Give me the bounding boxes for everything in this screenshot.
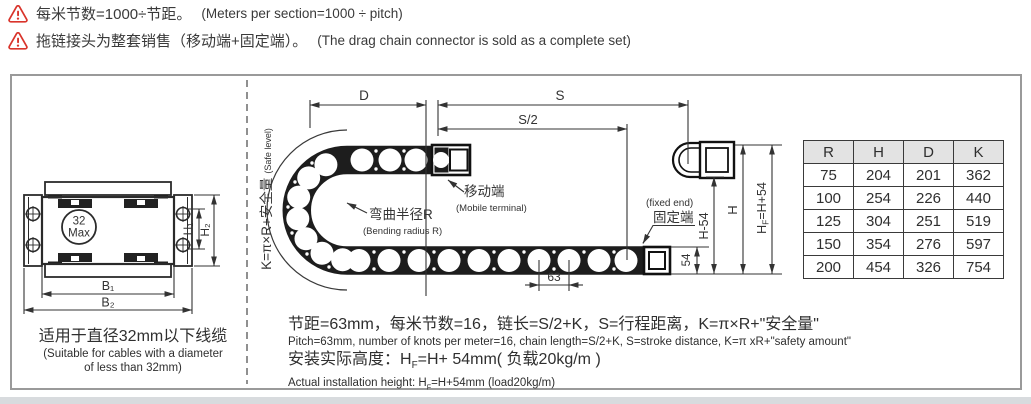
table-header-cell: K [953, 140, 1004, 164]
dim-h2-label: H₂ [198, 223, 212, 237]
dim-63-label: 63 [547, 270, 561, 284]
mobile-terminal-connector [430, 143, 472, 177]
caption-en-line2: of less than 32mm) [84, 362, 182, 374]
caption-cn: 适用于直径32mm以下线缆 [38, 328, 228, 345]
max-diameter-circle [61, 209, 97, 245]
left-view-caption: 适用于直径32mm以下线缆 (Suitable for cables with … [28, 326, 238, 375]
table-cell: 226 [903, 186, 954, 210]
table-cell: 100 [803, 186, 854, 210]
table-cell: 519 [953, 209, 1004, 233]
note-row-2: 拖链接头为整套销售（移动端+固定端）。 (The drag chain conn… [8, 30, 631, 51]
dim-54-label: 54 [681, 253, 693, 266]
safe-level-label: K=π×R+安全量(Safe level) [258, 128, 274, 270]
formula-line3-cn: 安装实际高度：HF=H+ 54mm( 负载20kg/m ) [288, 351, 601, 372]
mobile-terminal-leader [447, 179, 465, 193]
dim-h1-label: H₁ [181, 223, 195, 236]
table-cell: 150 [803, 232, 854, 256]
table-row: 125 304 251 519 [803, 209, 1004, 233]
table-header-cell: D [903, 140, 954, 164]
mobile-terminal-label-cn: 移动端 [464, 184, 505, 199]
drawing-panel: 32 Max H₁ H₂ B₁ B₂ [10, 74, 1022, 391]
formula-line1-cn: 节距=63mm，每米节数=16，链长=S/2+K，S=行程距离，K=π×R+"安… [288, 316, 819, 333]
note-en: (Meters per section=1000 ÷ pitch) [201, 6, 403, 21]
warning-icon [8, 31, 28, 50]
formula-line2-en: Pitch=63mm, number of knots per meter=16… [288, 336, 851, 348]
table-cell: 125 [803, 209, 854, 233]
table-cell: 454 [853, 255, 904, 279]
fixed-end-leader [642, 224, 695, 244]
left-view-dimensions [23, 194, 220, 314]
table-cell: 251 [903, 209, 954, 233]
dim-hf-label: HF=H+54 [755, 182, 771, 234]
horizontal-dimensions [309, 100, 689, 296]
table-header-cell: H [853, 140, 904, 164]
technical-drawing: 32 Max H₁ H₂ B₁ B₂ [23, 80, 782, 384]
caption-en-line1: (Suitable for cables with a diameter [43, 348, 223, 360]
max-diameter-value: 32 [73, 216, 86, 228]
dim-h54-label: H-54 [697, 212, 711, 239]
dim-d-label: D [359, 88, 369, 103]
pitch-dimension [525, 260, 583, 291]
note-row-1: 每米节数=1000÷节距。 (Meters per section=1000 ÷… [8, 3, 403, 24]
warning-icon [8, 4, 28, 23]
table-cell: 75 [803, 163, 854, 187]
vertical-dimensions [671, 144, 782, 275]
fixed-end-connector [642, 245, 672, 276]
table-cell: 201 [903, 163, 954, 187]
formula-line4-en: Actual installation height: HF=H+54mm (l… [288, 377, 556, 392]
table-cell: 440 [953, 186, 1004, 210]
bending-radius-label-cn: 弯曲半径R [369, 206, 433, 222]
chain-end-view [671, 140, 736, 180]
table-cell: 200 [803, 255, 854, 279]
table-cell: 754 [953, 255, 1004, 279]
dim-b1-label: B₁ [102, 279, 115, 293]
table-cell: 354 [853, 232, 904, 256]
table-row: 75 204 201 362 [803, 163, 1004, 187]
fixed-end-label-en: (fixed end) [646, 198, 693, 209]
dim-h-label: H [725, 205, 740, 214]
dim-s2-label: S/2 [518, 112, 538, 127]
note-cn: 每米节数=1000÷节距。 [36, 6, 192, 23]
dim-b2-label: B₂ [101, 296, 114, 310]
table-cell: 204 [853, 163, 904, 187]
chain-links [286, 148, 638, 272]
safety-envelope-arc [266, 129, 348, 291]
formula-block: 节距=63mm，每米节数=16，链长=S/2+K，S=行程距离，K=π×R+"安… [288, 314, 851, 394]
table-cell: 254 [853, 186, 904, 210]
cross-section-view [23, 181, 193, 278]
note-en: (The drag chain connector is sold as a c… [317, 33, 631, 48]
table-cell: 276 [903, 232, 954, 256]
fixed-end-leader-arrow [642, 233, 651, 244]
table-row: 100 254 226 440 [803, 186, 1004, 210]
bending-radius-label-en: (Bending radius R) [363, 226, 442, 237]
table-header-row: R H D K [803, 140, 1004, 164]
table-row: 150 354 276 597 [803, 232, 1004, 256]
dim-s-label: S [555, 88, 564, 103]
next-section-edge [0, 397, 1031, 404]
table-row: 200 454 326 754 [803, 255, 1004, 279]
table-cell: 326 [903, 255, 954, 279]
mobile-terminal-label-en: (Mobile terminal) [456, 203, 527, 214]
bending-radius-leader [346, 202, 368, 214]
table-cell: 304 [853, 209, 904, 233]
dimension-table: R H D K 75 204 201 362 100 254 226 440 1… [803, 140, 1004, 279]
table-header-cell: R [803, 140, 854, 164]
note-cn: 拖链接头为整套销售（移动端+固定端）。 [36, 33, 308, 50]
max-diameter-unit: Max [68, 228, 90, 240]
table-cell: 597 [953, 232, 1004, 256]
fixed-end-label-cn: 固定端 [653, 210, 694, 225]
table-cell: 362 [953, 163, 1004, 187]
